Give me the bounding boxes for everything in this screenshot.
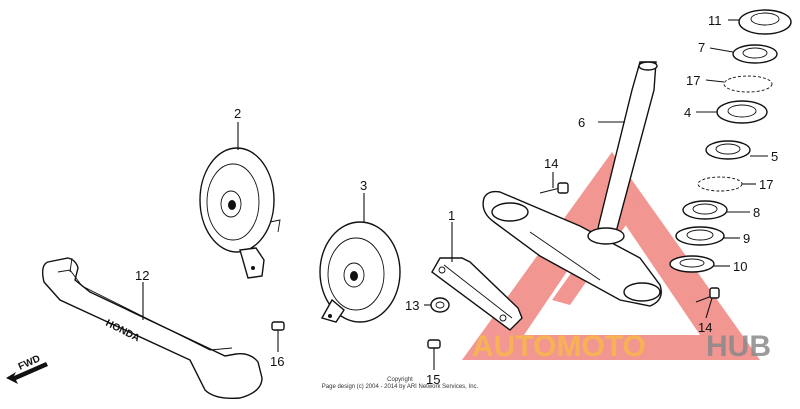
watermark-text: AUTOMOTO HUB xyxy=(472,330,771,363)
callout-7: 7 xyxy=(698,40,705,55)
callout-2: 2 xyxy=(234,106,241,121)
fwd-arrow: FWD xyxy=(6,353,48,384)
callout-1: 1 xyxy=(448,208,455,223)
front-cover-part: HONDA xyxy=(41,257,263,400)
grommet-part xyxy=(430,297,450,313)
steering-stem-part xyxy=(482,61,662,307)
copyright-line-1: Copyright xyxy=(387,377,413,383)
steel-balls-upper-part xyxy=(723,75,773,93)
copyright-block: Copyright Page design (c) 2004 - 2014 by… xyxy=(322,377,479,390)
bottom-ball-race-part xyxy=(682,200,728,220)
adjusting-nut-part xyxy=(738,9,792,35)
callout-6: 6 xyxy=(578,115,585,130)
dust-seal-part xyxy=(705,140,751,160)
callout-3: 3 xyxy=(360,178,367,193)
callout-8: 8 xyxy=(753,205,760,220)
callout-10: 10 xyxy=(733,259,747,274)
callout-12: 12 xyxy=(135,268,149,283)
callout-15: 15 xyxy=(426,372,440,387)
horn-lower-part xyxy=(319,221,401,323)
watermark-text-automoto: AUTOMOTO xyxy=(472,330,646,363)
dust-seal-lower-part xyxy=(669,255,715,273)
horn-bracket-part xyxy=(431,257,523,331)
bolt-15-part xyxy=(427,339,441,362)
bolt-16-part xyxy=(271,321,285,344)
bolt-14-lower-part xyxy=(695,287,720,303)
watermark-text-hub: HUB xyxy=(706,330,771,363)
callout-17-lower: 17 xyxy=(759,177,773,192)
callout-11: 11 xyxy=(708,13,722,28)
leader-lines xyxy=(142,19,768,370)
callout-9: 9 xyxy=(743,231,750,246)
bolt-14-upper-part xyxy=(539,182,569,194)
callout-13: 13 xyxy=(405,298,419,313)
top-ball-race-part xyxy=(716,100,768,124)
callout-14-lower: 14 xyxy=(698,320,712,335)
callout-16: 16 xyxy=(270,354,284,369)
top-cone-race-part xyxy=(732,44,778,64)
callout-5: 5 xyxy=(771,149,778,164)
horn-upper-part xyxy=(199,147,281,279)
callout-17-upper: 17 xyxy=(686,73,700,88)
callout-numbers: 2 3 1 12 6 14 14 13 15 16 11 7 17 4 5 17… xyxy=(135,13,778,387)
steel-balls-lower-part xyxy=(697,176,743,192)
bottom-cone-race-part xyxy=(675,226,725,246)
callout-4: 4 xyxy=(684,105,691,120)
copyright-line-2: Page design (c) 2004 - 2014 by ARI Netwo… xyxy=(322,384,479,390)
callout-14-upper: 14 xyxy=(544,156,558,171)
